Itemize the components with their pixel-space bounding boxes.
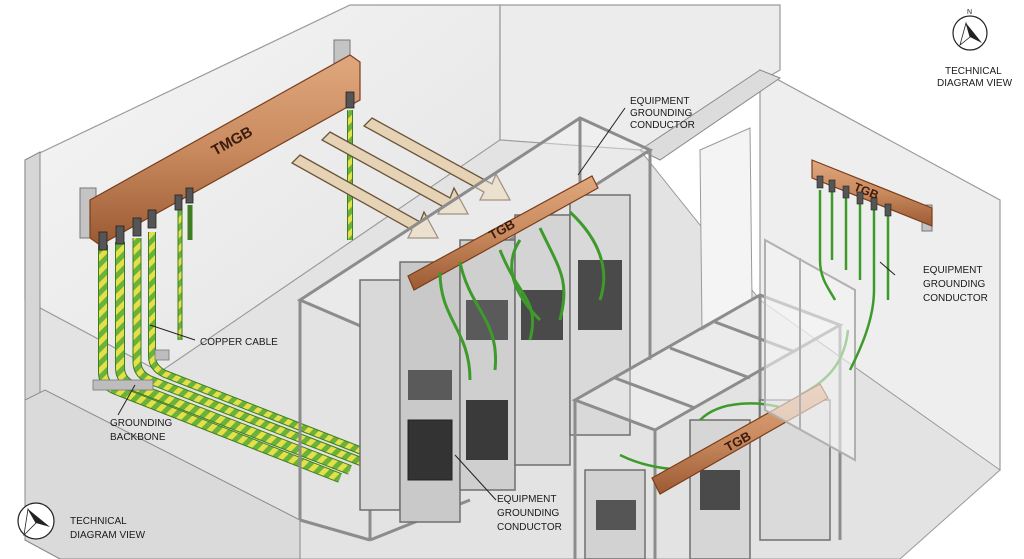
callout-grounding-backbone: GROUNDING BACKBONE bbox=[110, 418, 172, 443]
compass-top: N TECHNICAL DIAGRAM VIEW bbox=[937, 9, 1013, 89]
callout-text: CONDUCTOR bbox=[497, 522, 562, 533]
callout-text: EQUIPMENT bbox=[630, 96, 689, 107]
callout-text: GROUNDING bbox=[923, 279, 985, 290]
center-rack-enclosure bbox=[296, 116, 654, 542]
floor-bracket bbox=[154, 349, 170, 361]
tgb-center-group: TGB bbox=[407, 175, 599, 291]
tmgb-lugs bbox=[98, 91, 355, 251]
flow-arrows bbox=[290, 117, 512, 239]
callout-text: CONDUCTOR bbox=[923, 293, 988, 304]
compass-caption: TECHNICAL bbox=[945, 66, 1002, 77]
callout-text: CONDUCTOR bbox=[630, 120, 695, 131]
center-egc-cables bbox=[438, 210, 606, 381]
grounding-backbone bbox=[92, 110, 374, 483]
tgb-right-busbar bbox=[811, 159, 933, 227]
callout-text: EQUIPMENT bbox=[497, 494, 556, 505]
tmgb-busbar bbox=[89, 54, 361, 246]
compass-caption: DIAGRAM VIEW bbox=[937, 78, 1013, 89]
server-rack bbox=[359, 261, 461, 523]
callout-egc-bottom: EQUIPMENT GROUNDING CONDUCTOR bbox=[497, 494, 562, 533]
callout-copper-cable: COPPER CABLE bbox=[200, 337, 278, 348]
compass-north-letter: N bbox=[967, 9, 972, 16]
compass-caption: DIAGRAM VIEW bbox=[70, 530, 146, 541]
server-rack bbox=[569, 194, 631, 436]
compass-bottom: TECHNICAL DIAGRAM VIEW bbox=[17, 502, 146, 541]
compass-top-icon: N bbox=[952, 9, 988, 51]
floor-bracket bbox=[92, 379, 154, 391]
tmgb-busbar-group: TMGB bbox=[79, 39, 361, 251]
compass-bottom-icon bbox=[17, 502, 55, 540]
leader-lines bbox=[117, 107, 896, 501]
callout-text: EQUIPMENT bbox=[923, 265, 982, 276]
callout-text: BACKBONE bbox=[110, 432, 166, 443]
compass-caption: TECHNICAL bbox=[70, 516, 127, 527]
callout-egc-right: EQUIPMENT GROUNDING CONDUCTOR bbox=[923, 265, 988, 304]
doorway bbox=[699, 127, 753, 331]
flow-arrow bbox=[320, 131, 470, 215]
tgb-center-busbar bbox=[407, 175, 599, 291]
callout-egc-top: EQUIPMENT GROUNDING CONDUCTOR bbox=[630, 96, 695, 131]
callout-text: GROUNDING bbox=[497, 508, 559, 519]
server-rack bbox=[514, 214, 571, 466]
tgb-right-group: TGB bbox=[811, 159, 933, 232]
callout-text: COPPER CABLE bbox=[200, 337, 278, 348]
callout-text: GROUNDING bbox=[110, 418, 172, 429]
partition-wall bbox=[639, 69, 782, 161]
callout-text: GROUNDING bbox=[630, 108, 692, 119]
flow-arrow bbox=[362, 117, 512, 201]
